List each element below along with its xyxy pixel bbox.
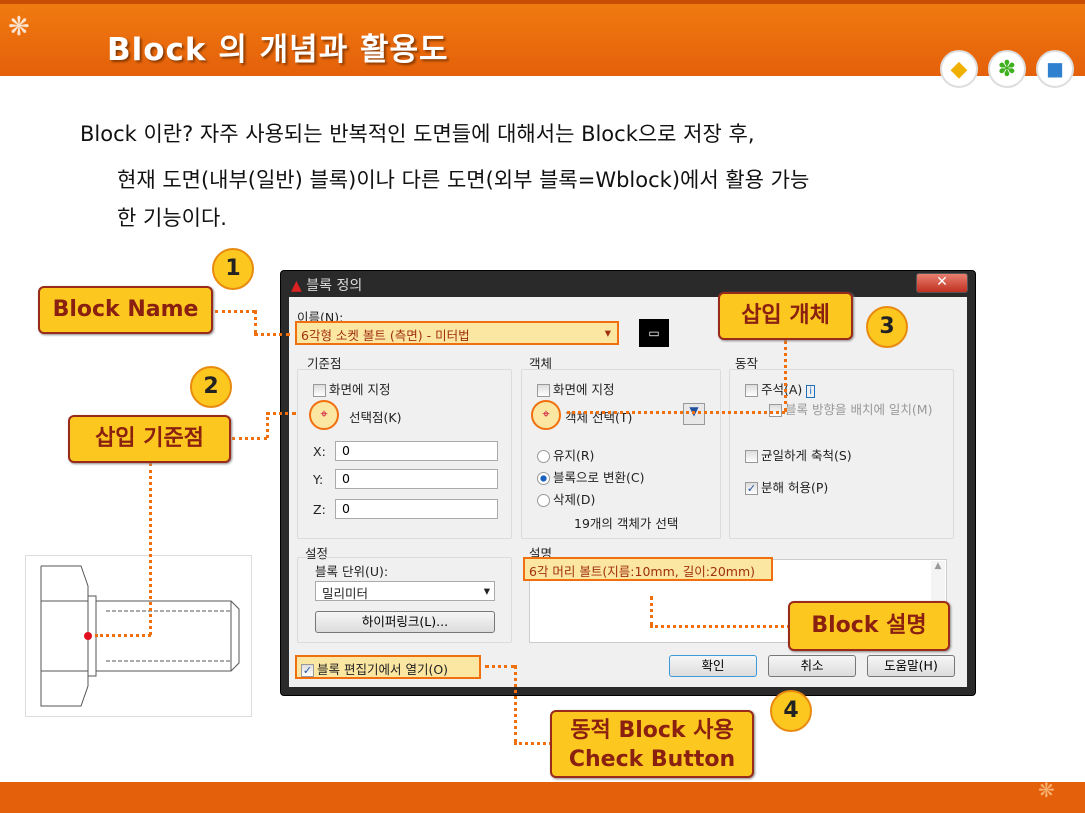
base-point-group <box>297 369 512 539</box>
step-number-1: 1 <box>212 248 254 290</box>
connector <box>254 310 257 334</box>
convert-radio[interactable]: 블록으로 변환(C) <box>537 467 644 486</box>
step-number-3: 3 <box>866 306 908 348</box>
y-input[interactable]: 0 <box>335 469 498 489</box>
uniform-scale-checkbox[interactable]: 균일하게 축척(S) <box>745 445 852 464</box>
green-puzzle-icon: ✽ <box>988 50 1026 88</box>
connector <box>254 333 290 336</box>
connector <box>266 412 296 415</box>
yellow-shape-icon: ◆ <box>940 50 978 88</box>
z-label: Z: <box>313 502 326 517</box>
unit-label: 블록 단위(U): <box>315 564 389 579</box>
callout-insert-object: 삽입 개체 <box>718 292 853 340</box>
base-onscreen-checkbox[interactable]: 화면에 지정 <box>313 379 390 398</box>
connector <box>485 665 515 668</box>
quick-select-button[interactable]: ▼ <box>683 403 705 425</box>
connector <box>514 742 552 745</box>
info-icon: i <box>806 385 816 398</box>
ok-button[interactable]: 확인 <box>669 655 757 677</box>
step-number-2: 2 <box>190 366 232 408</box>
objects-group <box>521 369 721 539</box>
pick-point-icon[interactable]: ⌖ <box>309 400 339 430</box>
base-point-title: 기준점 <box>307 356 342 371</box>
pick-point-label: 선택점(K) <box>349 410 402 425</box>
description-value: 6각 머리 볼트(지름:10mm, 길이:20mm) <box>523 557 773 581</box>
flower-decoration-icon: ❋ <box>1038 778 1055 802</box>
flower-decoration-icon: ❋ <box>8 12 30 42</box>
block-preview: ▭ <box>639 319 669 347</box>
unit-select[interactable]: 밀리미터▾ <box>315 581 495 601</box>
blue-cube-icon: ◼ <box>1036 50 1074 88</box>
match-orientation-checkbox[interactable]: 블록 방향을 배치에 일치(M) <box>769 403 939 417</box>
text-line-2: 현재 도면(내부(일반) 블록)이나 다른 도면(외부 블록=Wblock)에서… <box>117 168 810 192</box>
connector <box>567 411 785 414</box>
allow-explode-checkbox[interactable]: ✓분해 허용(P) <box>745 480 829 495</box>
dialog-title: 블록 정의 <box>306 278 363 294</box>
x-label: X: <box>313 444 326 459</box>
selected-count: 19개의 객체가 선택 <box>574 516 679 531</box>
text-line-3: 한 기능이다. <box>117 206 227 230</box>
delete-radio[interactable]: 삭제(D) <box>537 489 595 508</box>
objects-title: 객체 <box>529 356 553 371</box>
bolt-drawing <box>25 555 252 717</box>
name-value: 6각형 소켓 볼트 (측면) - 미터법 <box>301 328 470 343</box>
z-input[interactable]: 0 <box>335 499 498 519</box>
connector <box>650 625 790 628</box>
connector <box>650 596 653 626</box>
close-button[interactable]: ✕ <box>916 273 968 293</box>
chevron-down-icon: ▾ <box>604 325 611 340</box>
retain-radio[interactable]: 유지(R) <box>537 445 594 464</box>
callout-line: Check Button <box>568 747 736 772</box>
callout-base-point: 삽입 기준점 <box>68 415 231 463</box>
annotative-checkbox[interactable]: 주석(A) i <box>745 379 816 398</box>
chevron-down-icon: ▾ <box>483 583 490 598</box>
callout-block-name: Block Name <box>38 286 213 334</box>
callout-dynamic-block: 동적 Block 사용 Check Button <box>550 710 754 778</box>
behavior-group <box>729 369 954 539</box>
connector <box>149 463 152 635</box>
step-number-4: 4 <box>770 690 812 732</box>
connector <box>215 310 255 313</box>
connector <box>232 437 267 440</box>
connector <box>784 340 787 412</box>
behavior-title: 동작 <box>735 356 759 371</box>
connector <box>266 412 269 438</box>
select-objects-icon[interactable]: ⌖ <box>531 400 561 430</box>
settings-group <box>297 557 512 643</box>
header-bar <box>0 0 1085 76</box>
callout-line: 동적 Block 사용 <box>570 718 734 743</box>
x-input[interactable]: 0 <box>335 441 498 461</box>
open-in-editor-checkbox[interactable]: ✓블록 편집기에서 열기(O) <box>295 655 481 679</box>
connector <box>95 634 151 637</box>
connector <box>514 665 517 743</box>
hyperlink-button[interactable]: 하이퍼링크(L)... <box>315 611 495 633</box>
cancel-button[interactable]: 취소 <box>768 655 856 677</box>
callout-block-description: Block 설명 <box>788 601 950 651</box>
text-line-1: Block 이란? 자주 사용되는 반복적인 도면들에 대해서는 Block으로… <box>80 122 755 146</box>
select-objects-label: 객체 선택(T) <box>565 410 633 425</box>
slide-title: Block 의 개념과 활용도 <box>107 32 449 68</box>
footer-bar <box>0 782 1085 813</box>
help-button[interactable]: 도움말(H) <box>867 655 955 677</box>
bolt-svg <box>40 565 240 707</box>
name-combobox[interactable]: 6각형 소켓 볼트 (측면) - 미터법 ▾ <box>295 321 619 345</box>
objects-onscreen-checkbox[interactable]: 화면에 지정 <box>537 379 614 398</box>
y-label: Y: <box>313 472 324 487</box>
autocad-icon: ▲ <box>291 278 302 294</box>
